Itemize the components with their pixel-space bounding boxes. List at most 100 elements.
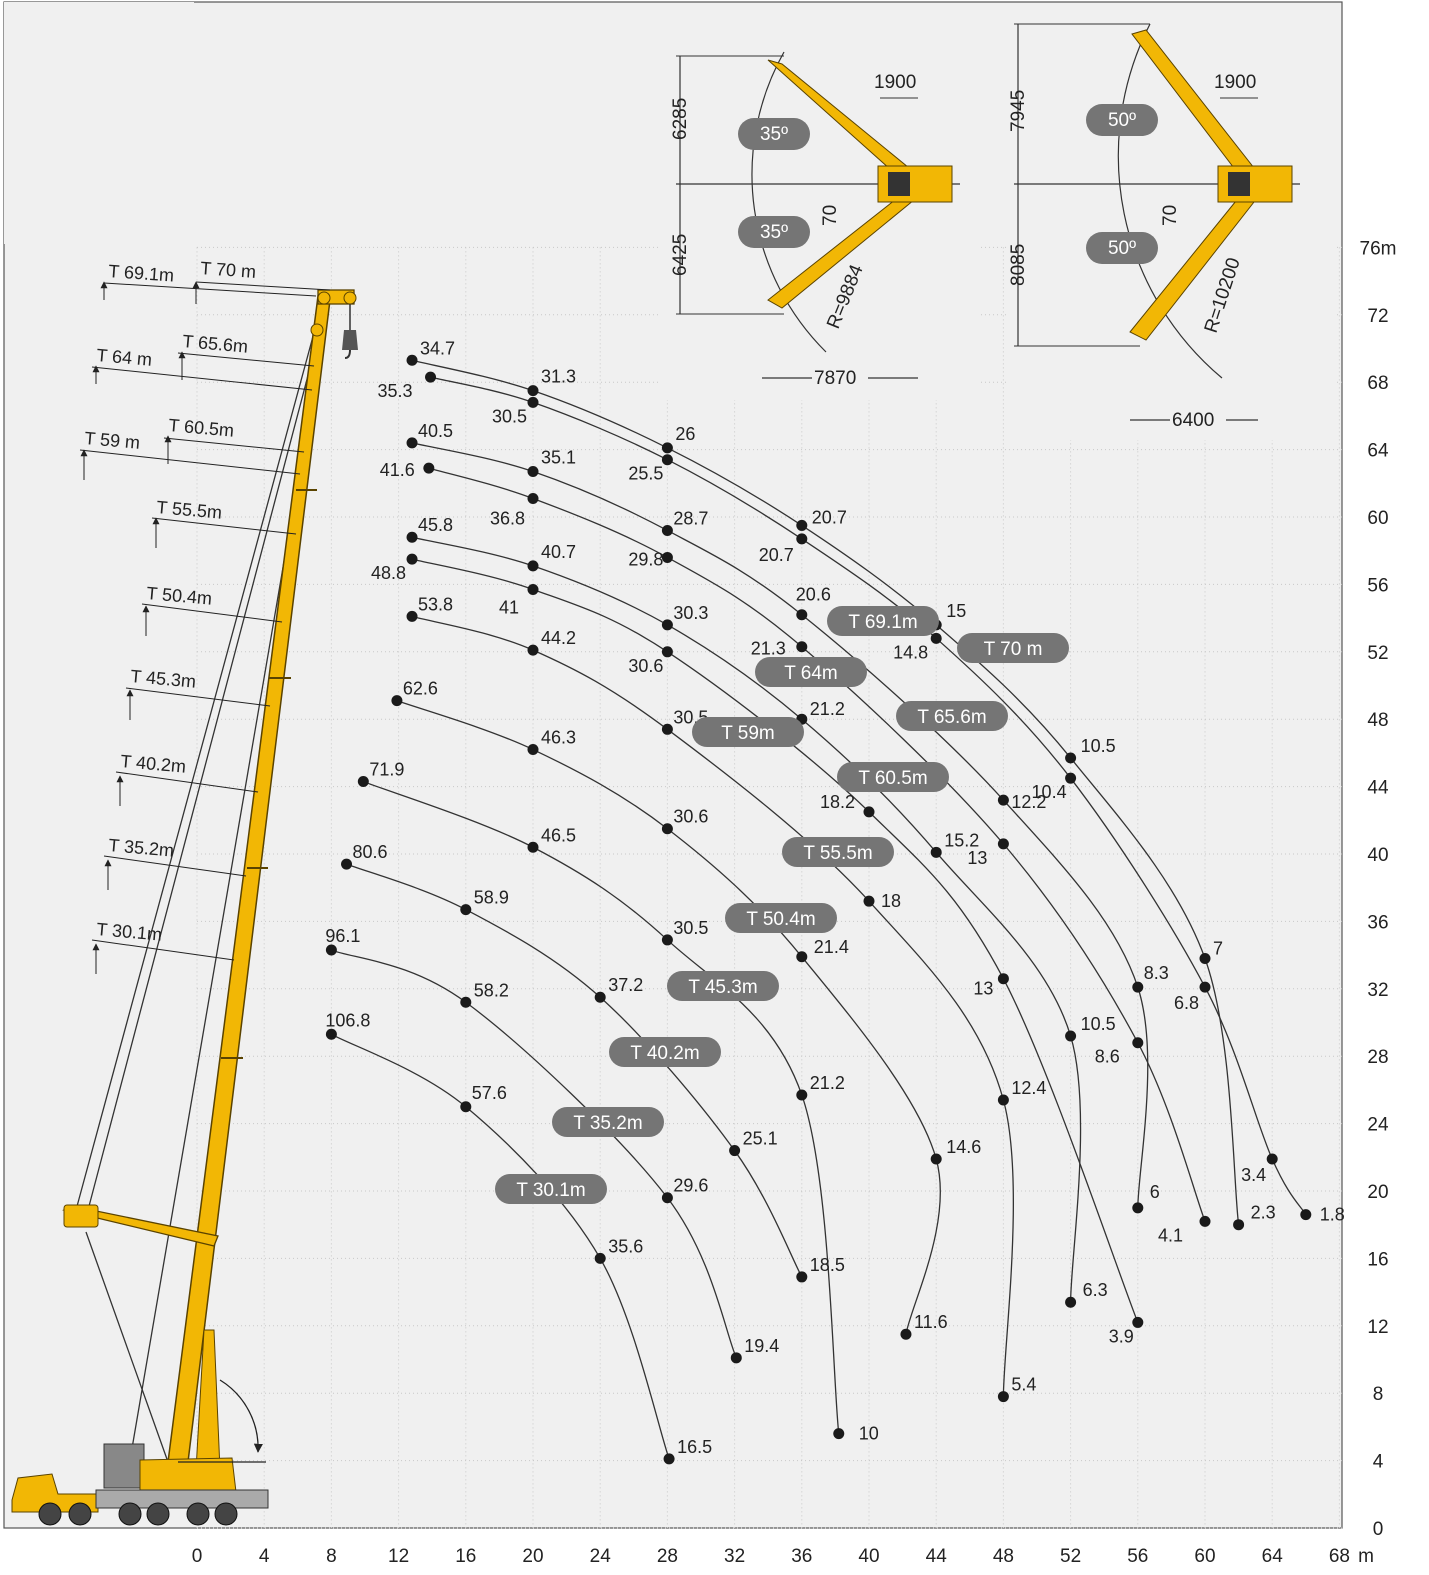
boom-angle-arc xyxy=(219,1379,263,1453)
boom-section-marks xyxy=(221,489,317,1059)
load-point xyxy=(1132,1202,1144,1214)
head-sheave-2 xyxy=(343,291,357,305)
load-value-label: 46.3 xyxy=(541,728,576,748)
series-name: T 60.5m xyxy=(858,768,927,789)
load-point xyxy=(997,838,1009,850)
x-tick-label: 68 xyxy=(1329,1546,1350,1567)
hook xyxy=(344,349,351,359)
series-pill xyxy=(782,837,894,867)
load-point xyxy=(729,1145,741,1157)
load-value-label: 46.5 xyxy=(541,825,576,845)
angle-35-top: 35º xyxy=(760,124,788,145)
load-value-label: 10.5 xyxy=(1081,1014,1116,1034)
load-value-label: 4.1 xyxy=(1158,1225,1183,1245)
y-tick-label: 68 xyxy=(1367,373,1388,394)
load-value-label: 34.7 xyxy=(420,338,455,358)
load-value-label: 25.5 xyxy=(628,464,663,484)
angle-50-top: 50º xyxy=(1108,110,1136,131)
y-tick-label: 28 xyxy=(1367,1047,1388,1068)
boom-label-70: T 70 m xyxy=(200,258,257,282)
x-tick-label: 4 xyxy=(259,1546,270,1567)
load-point xyxy=(594,991,606,1003)
load-value-label: 6.3 xyxy=(1083,1280,1108,1300)
series-pill xyxy=(609,1037,721,1067)
x-tick-label: 48 xyxy=(993,1546,1014,1567)
load-point xyxy=(997,1391,1009,1403)
series-name: T 70 m xyxy=(984,639,1043,660)
load-point xyxy=(1199,981,1211,993)
series-pill xyxy=(957,633,1069,663)
load-value-label: 14.8 xyxy=(893,642,928,662)
load-point xyxy=(661,646,673,658)
x-tick-label: 20 xyxy=(522,1546,543,1567)
load-point xyxy=(930,632,942,644)
angle-pill-35-top xyxy=(738,118,810,150)
x-tick-label: 12 xyxy=(388,1546,409,1567)
load-point xyxy=(661,524,673,536)
load-point xyxy=(1199,952,1211,964)
load-point xyxy=(796,1089,808,1101)
load-point xyxy=(325,1028,337,1040)
outrigger-diagram-50: 7945 8085 1900 70 R=10200 6400 50º 50º xyxy=(1006,20,1336,440)
load-curve xyxy=(346,863,803,1278)
load-point xyxy=(1132,1316,1144,1328)
load-value-label: 57.6 xyxy=(472,1083,507,1103)
load-point xyxy=(1132,1037,1144,1049)
load-value-label: 20.7 xyxy=(759,545,794,565)
load-value-label: 15 xyxy=(946,601,966,621)
load-value-label: 30.6 xyxy=(673,807,708,827)
angle-pill-35-bottom xyxy=(738,216,810,248)
load-point xyxy=(406,610,418,622)
load-value-label: 10.4 xyxy=(1032,782,1067,802)
load-point xyxy=(1065,772,1077,784)
load-point xyxy=(796,609,808,621)
load-value-label: 30.5 xyxy=(673,918,708,938)
series-pill xyxy=(495,1174,607,1204)
load-point xyxy=(930,1153,942,1165)
load-value-label: 8.3 xyxy=(1144,963,1169,983)
load-point xyxy=(661,823,673,835)
load-value-label: 21.4 xyxy=(814,937,849,957)
x-tick-label: 36 xyxy=(791,1546,812,1567)
angle-pill-50-bottom xyxy=(1086,232,1158,264)
load-value-label: 29.8 xyxy=(628,549,663,569)
load-point xyxy=(460,904,472,916)
series-pill xyxy=(692,717,804,747)
hook-block xyxy=(342,330,358,350)
load-value-label: 35.1 xyxy=(541,448,576,468)
series-pill xyxy=(552,1107,664,1137)
load-value-label: 48.8 xyxy=(371,563,406,583)
head-sheave xyxy=(317,291,331,305)
y-tick-label: 0 xyxy=(1373,1519,1384,1540)
crane-cab-35 xyxy=(888,172,910,196)
outrigger-bg-50 xyxy=(1006,20,1336,440)
series-pill xyxy=(755,657,867,687)
load-point xyxy=(357,776,369,788)
outrigger-bg-35 xyxy=(660,20,980,400)
boom-length-labels: T 69.1m T 70 m T 64 m T 65.6m T 59 m xyxy=(79,258,331,974)
load-value-label: 30.6 xyxy=(628,656,663,676)
load-value-label: 40.5 xyxy=(418,421,453,441)
load-value-label: 6.8 xyxy=(1174,993,1199,1013)
x-tick-label: 24 xyxy=(590,1546,612,1567)
y-tick-label: 48 xyxy=(1367,710,1388,731)
load-value-label: 31.3 xyxy=(541,367,576,387)
load-value-label: 45.8 xyxy=(418,515,453,535)
load-value-label: 40.7 xyxy=(541,542,576,562)
y-tick-label: 44 xyxy=(1367,778,1389,799)
load-value-label: 5.4 xyxy=(1011,1375,1036,1395)
load-point xyxy=(863,895,875,907)
dim-70-b: 70 xyxy=(1160,205,1181,226)
load-value-label: 62.6 xyxy=(403,679,438,699)
load-point xyxy=(527,385,539,397)
load-value-label: 20.7 xyxy=(812,507,847,527)
load-point xyxy=(527,644,539,656)
load-point xyxy=(663,1453,675,1465)
load-curve xyxy=(411,536,1082,1303)
height-label-69-1: T 69.1m xyxy=(100,261,317,300)
load-value-label: 13 xyxy=(973,979,993,999)
series-name: T 30.1m xyxy=(516,1180,585,1201)
x-tick-label: 8 xyxy=(326,1546,337,1567)
